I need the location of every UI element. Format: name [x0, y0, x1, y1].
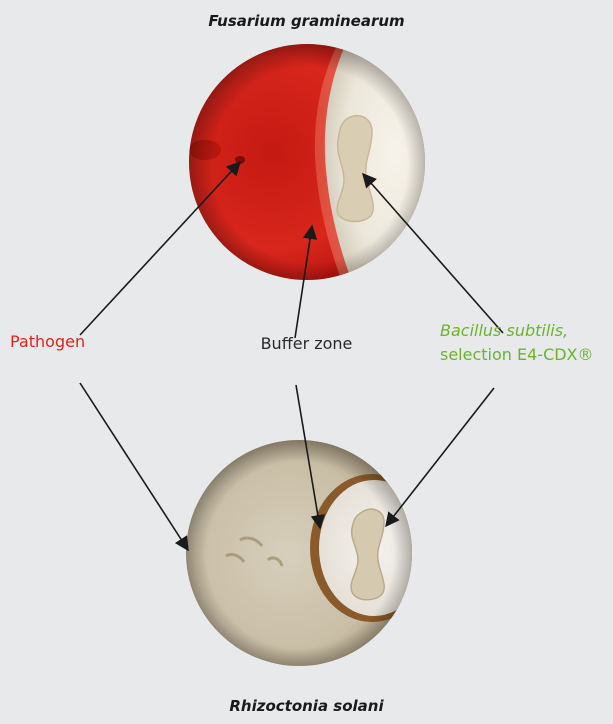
top-dish-title: Fusarium graminearum [0, 12, 613, 30]
top-dish [185, 40, 440, 290]
arrow-pathogen-top [80, 162, 240, 335]
bacillus-selection-name: selection E4-CDX® [440, 343, 594, 367]
arrow-bacillus-top [363, 174, 503, 333]
bacillus-species-name: Bacillus subtilis, [440, 319, 594, 343]
arrow-bacillus-bottom [386, 388, 494, 526]
arrow-pathogen-bottom [80, 383, 188, 550]
bottom-dish [180, 435, 434, 675]
bacillus-label: Bacillus subtilis, selection E4-CDX® [440, 319, 594, 367]
bottom-dish-title: Rhizoctonia solani [0, 697, 613, 715]
